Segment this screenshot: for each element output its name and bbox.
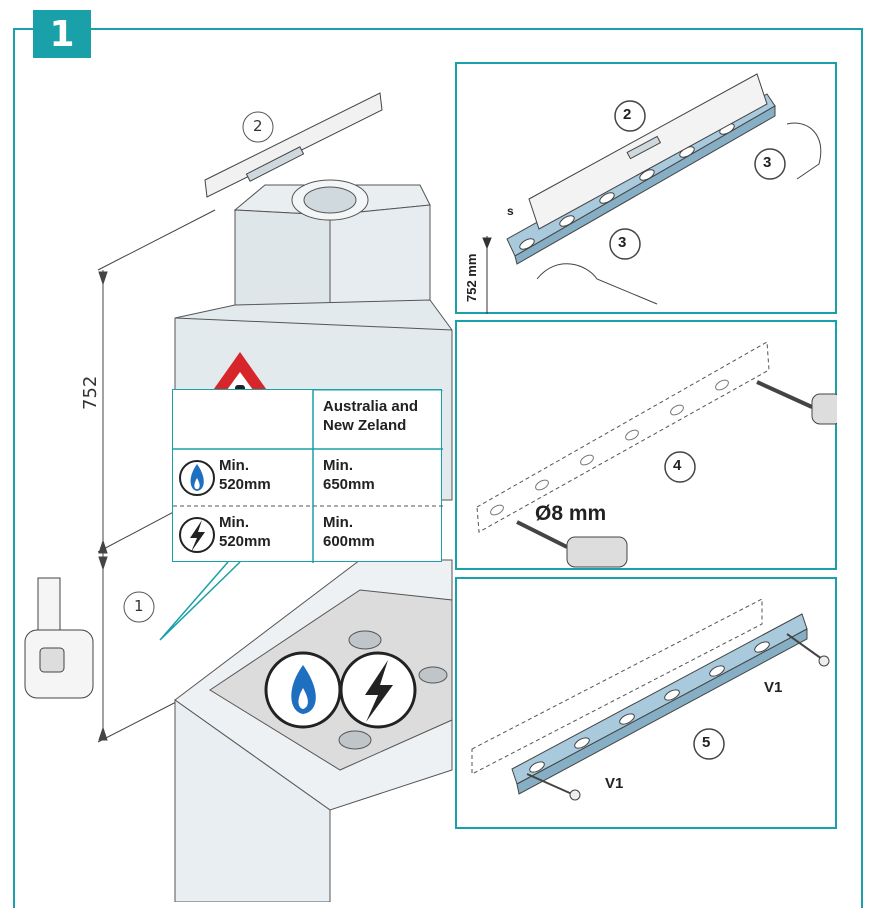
gas-flame-icon bbox=[179, 460, 215, 496]
anchor-screws bbox=[516, 380, 837, 568]
region-label-line1: Australia and bbox=[323, 398, 419, 415]
panel-level-mark: 2 3 3 s 752 mm bbox=[455, 62, 837, 314]
spirit-level bbox=[204, 92, 383, 198]
drill-size: Ø8 mm bbox=[535, 502, 607, 525]
cooktop bbox=[174, 559, 453, 902]
spirit-level-panel bbox=[528, 73, 768, 230]
v1-right: V1 bbox=[764, 679, 783, 696]
callout-3-top: 3 bbox=[763, 154, 772, 171]
screws bbox=[526, 633, 830, 801]
electric-min-a-label: Min. bbox=[219, 514, 249, 531]
step-badge: 1 bbox=[33, 10, 91, 58]
cooktop-lightning-icon bbox=[339, 651, 417, 729]
instruction-frame bbox=[13, 28, 863, 908]
s-label: s bbox=[507, 204, 514, 218]
gas-min-a-label: Min. bbox=[219, 457, 249, 474]
callout-2: 2 bbox=[623, 106, 632, 123]
lightning-icon bbox=[179, 517, 215, 553]
dimension-lines bbox=[97, 209, 216, 743]
callout-3-bottom: 3 bbox=[618, 234, 627, 251]
gas-min-b-label: Min. bbox=[323, 457, 353, 474]
ruler-callout bbox=[123, 111, 274, 623]
electric-min-a-value: 520mm bbox=[219, 533, 271, 550]
hand-sketch bbox=[536, 122, 822, 305]
gas-min-b-value: 650mm bbox=[323, 476, 375, 493]
panel-drill: 4 Ø8 mm bbox=[455, 320, 837, 570]
dimension-752 bbox=[482, 236, 492, 314]
main-dimension-label: 752 bbox=[80, 375, 101, 410]
region-label-line2: New Zeland bbox=[323, 417, 407, 434]
clearance-table: Australia and New Zeland Min. 520mm Min.… bbox=[172, 389, 443, 563]
callout-5: 5 bbox=[702, 734, 711, 751]
callout-4: 4 bbox=[673, 457, 682, 474]
cooktop-burners bbox=[338, 630, 448, 750]
panel-fix-bracket: 5 V1 V1 bbox=[455, 577, 837, 829]
bracket-rail-final bbox=[511, 613, 808, 795]
dim-752mm: 752 mm bbox=[464, 253, 479, 302]
callout-level: 2 bbox=[253, 117, 263, 135]
v1-left: V1 bbox=[605, 775, 624, 792]
gas-min-a-value: 520mm bbox=[219, 476, 271, 493]
tape-measure bbox=[24, 577, 94, 699]
callout-ruler: 1 bbox=[134, 597, 144, 615]
electric-min-b-value: 600mm bbox=[323, 533, 375, 550]
cooktop-gas-icon bbox=[264, 651, 342, 729]
electric-min-b-label: Min. bbox=[323, 514, 353, 531]
hood-chimney bbox=[233, 179, 431, 321]
